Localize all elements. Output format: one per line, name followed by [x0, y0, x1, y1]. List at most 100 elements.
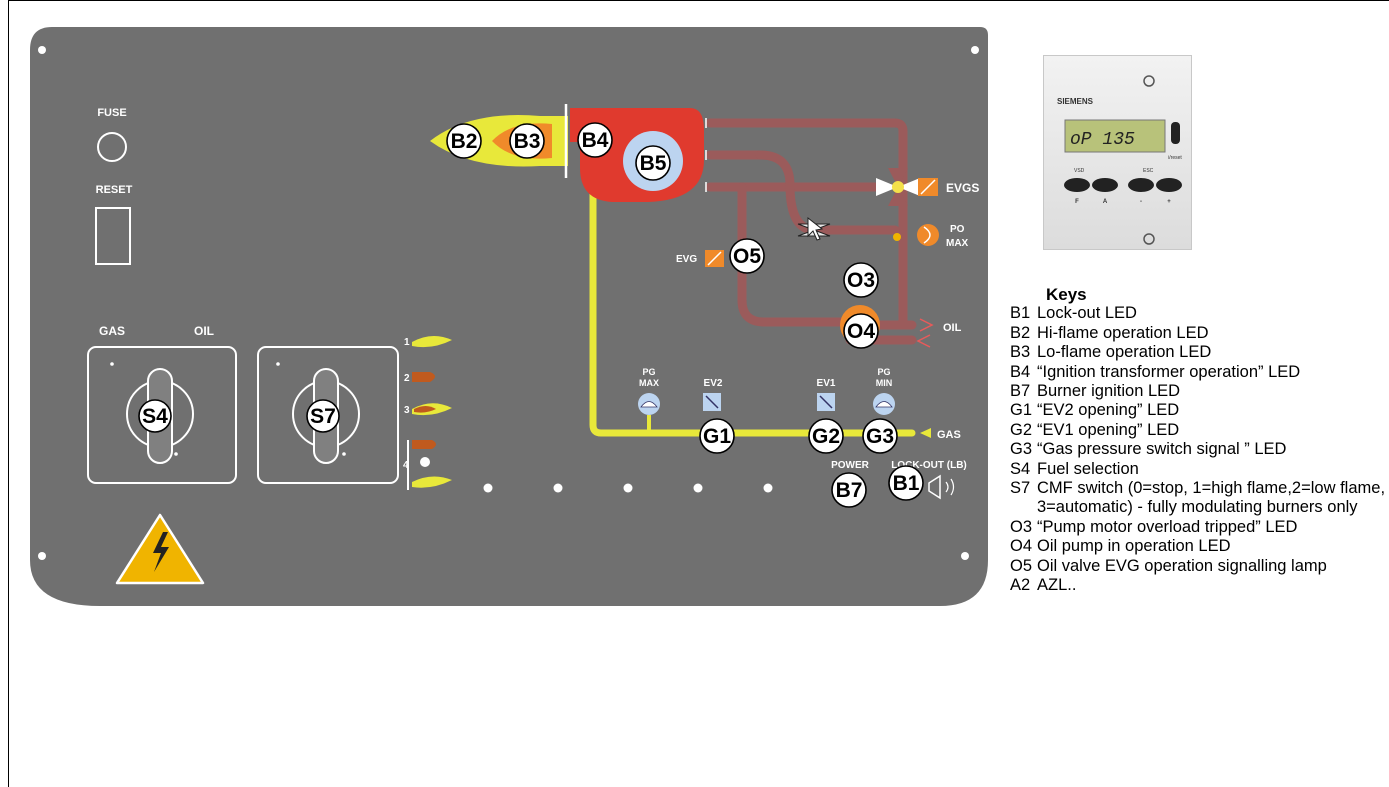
ev2-label: EV2 [704, 378, 723, 389]
key-row: G1“EV2 opening” LED [1010, 401, 1388, 420]
device-button-plus[interactable] [1156, 178, 1182, 192]
control-panel-diagram: FUSE RESET GAS OIL S4 S7 1 2 3 4 [0, 0, 1000, 620]
pg-min-label-bottom: MIN [876, 378, 893, 388]
key-code: S7 [1010, 479, 1037, 518]
key-code: A2 [1010, 576, 1037, 595]
device-reset-label: i/reset [1168, 155, 1182, 161]
key-code: B4 [1010, 363, 1037, 382]
key-code: B1 [1010, 304, 1037, 323]
device-display-text: oP 135 [1070, 130, 1135, 150]
pressure-switch-po-icon [917, 224, 939, 246]
key-code: B7 [1010, 382, 1037, 401]
keys-legend: Keys B1Lock-out LEDB2Hi-flame operation … [1010, 285, 1388, 596]
svg-text:B5: B5 [640, 152, 667, 175]
key-description: “EV1 opening” LED [1037, 421, 1388, 440]
led-b5: B5 [636, 146, 670, 180]
key-code: O5 [1010, 557, 1037, 576]
led-g3: G3 [863, 419, 897, 453]
key-description: Lock-out LED [1037, 304, 1388, 323]
svg-text:G2: G2 [812, 425, 840, 448]
mode-number: 1 [404, 337, 410, 348]
device-screw-icon [1144, 234, 1154, 244]
power-label: POWER [831, 460, 870, 471]
mode-number: 2 [404, 373, 410, 384]
key-description: “Pump motor overload tripped” LED [1037, 518, 1388, 537]
svg-text:G3: G3 [866, 425, 894, 448]
device-button-minus[interactable] [1128, 178, 1154, 192]
key-row: B7Burner ignition LED [1010, 382, 1388, 401]
evg-label: EVG [676, 254, 697, 265]
device-brand: SIEMENS [1057, 97, 1094, 106]
key-row: B4“Ignition transformer operation” LED [1010, 363, 1388, 382]
key-code: G1 [1010, 401, 1037, 420]
key-row: A2AZL.. [1010, 576, 1388, 595]
key-code: G3 [1010, 440, 1037, 459]
led-b7: B7 [832, 473, 866, 507]
svg-text:B7: B7 [836, 479, 863, 502]
mode-number: 4 [403, 460, 409, 471]
screw-hole [971, 46, 979, 54]
po-max-label: MAX [946, 238, 969, 249]
device-button-label: + [1167, 199, 1171, 205]
key-row: O3“Pump motor overload tripped” LED [1010, 518, 1388, 537]
selector-dot [110, 362, 114, 366]
key-description: “EV2 opening” LED [1037, 401, 1388, 420]
key-code: B2 [1010, 324, 1037, 343]
svg-text:O5: O5 [733, 245, 761, 268]
key-description: Fuel selection [1037, 460, 1388, 479]
led-b4: B4 [578, 123, 612, 157]
led-b1: B1 [889, 466, 923, 500]
indicator-dot [624, 484, 633, 493]
key-description: Oil pump in operation LED [1037, 537, 1388, 556]
led-g2: G2 [809, 419, 843, 453]
key-description: “Ignition transformer operation” LED [1037, 363, 1388, 382]
device-button-f[interactable] [1064, 178, 1090, 192]
selector-dot [342, 452, 346, 456]
po-label: PO [950, 224, 965, 235]
oil-line-label: OIL [943, 322, 962, 334]
svg-text:B3: B3 [514, 130, 541, 153]
gas-line-label: GAS [937, 429, 961, 441]
svg-text:O4: O4 [847, 320, 875, 343]
flame-mode-2-icon [412, 372, 435, 382]
key-description: CMF switch (0=stop, 1=high flame,2=low f… [1037, 479, 1388, 518]
device-button-label: - [1140, 199, 1142, 205]
reset-label: RESET [96, 184, 133, 196]
azl-device-drawing: SIEMENS oP 135 i/reset VSD ESC F A - + [1044, 56, 1191, 249]
device-esc-label: ESC [1143, 168, 1154, 174]
led-g1: G1 [700, 419, 734, 453]
device-button-a[interactable] [1092, 178, 1118, 192]
svg-text:B1: B1 [893, 472, 920, 495]
key-code: O4 [1010, 537, 1037, 556]
evgs-label: EVGS [946, 181, 979, 195]
key-description: Oil valve EVG operation signalling lamp [1037, 557, 1388, 576]
key-description: AZL.. [1037, 576, 1388, 595]
device-screw-icon [1144, 76, 1154, 86]
device-reset-button[interactable] [1171, 122, 1180, 144]
led-b2: B2 [447, 124, 481, 158]
screw-hole [38, 46, 46, 54]
led-o3: O3 [844, 263, 878, 297]
led-s4-label: S4 [142, 405, 168, 428]
key-description: Lo-flame operation LED [1037, 343, 1388, 362]
indicator-dot [694, 484, 703, 493]
svg-text:G1: G1 [703, 425, 731, 448]
timer-icon [420, 457, 430, 467]
key-description: Burner ignition LED [1037, 382, 1388, 401]
mode-number: 3 [404, 405, 410, 416]
pg-max-label-bottom: MAX [639, 378, 659, 388]
oil-selector-label: OIL [194, 324, 214, 338]
key-row: G3“Gas pressure switch signal ” LED [1010, 440, 1388, 459]
fuse-label: FUSE [97, 107, 126, 119]
device-vsd-label: VSD [1074, 168, 1085, 174]
svg-text:O3: O3 [847, 269, 875, 292]
key-description: “Gas pressure switch signal ” LED [1037, 440, 1388, 459]
indicator-dot [764, 484, 773, 493]
azl-display-unit: SIEMENS oP 135 i/reset VSD ESC F A - + [1043, 55, 1192, 250]
led-o5: O5 [730, 239, 764, 273]
